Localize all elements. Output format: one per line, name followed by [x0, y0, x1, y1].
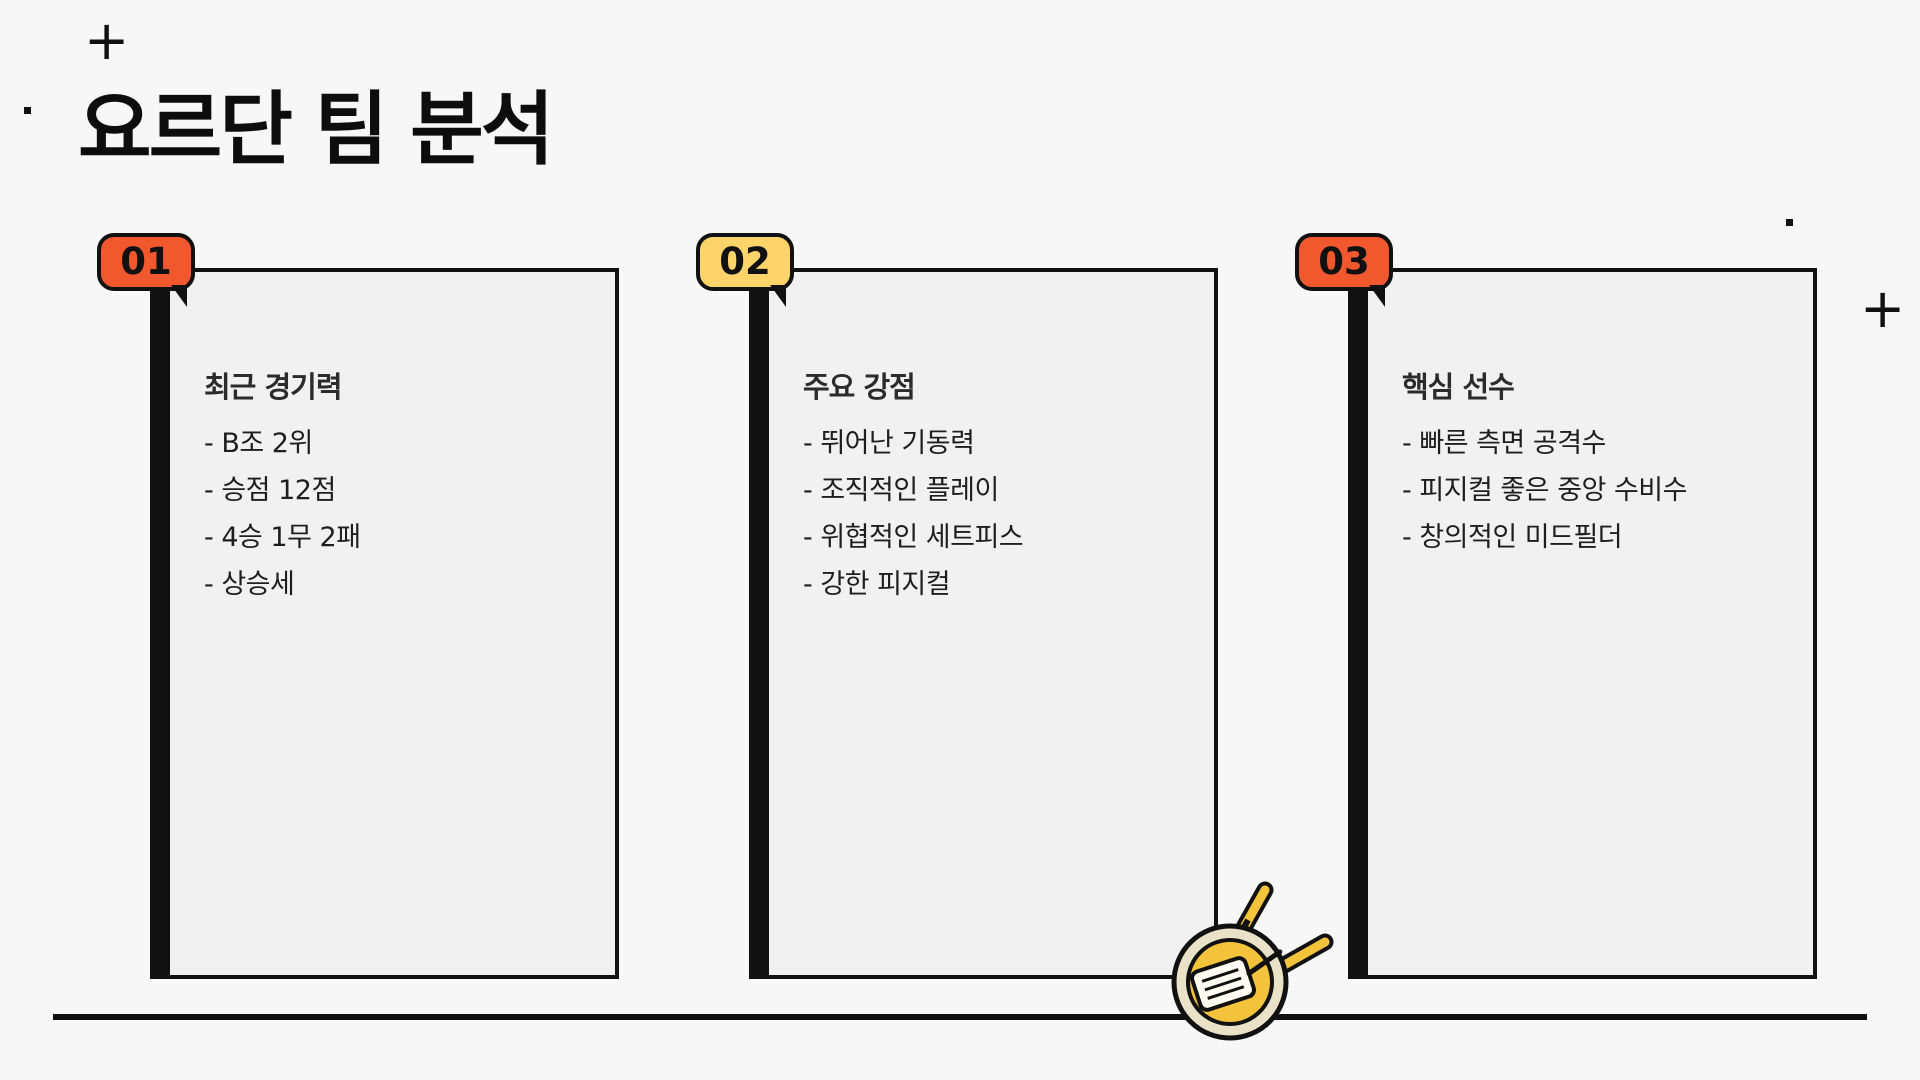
- badge-number-03: 03: [1295, 233, 1393, 307]
- card-recent-form: 최근 경기력 - B조 2위 - 승점 12점 - 4승 1무 2패 - 상승세: [150, 268, 619, 979]
- card-key-players: 핵심 선수 - 빠른 측면 공격수 - 피지컬 좋은 중앙 수비수 - 창의적인…: [1348, 268, 1817, 979]
- plus-decoration-top-left: +: [84, 9, 130, 72]
- list-item: - 위협적인 세트피스: [803, 522, 1024, 553]
- dot-decoration-top-left: [24, 107, 31, 114]
- plus-decoration-right: +: [1860, 277, 1906, 340]
- list-item: - 승점 12점: [204, 475, 336, 506]
- list-item: - 강한 피지컬: [803, 569, 951, 600]
- list-item: - 뛰어난 기동력: [803, 428, 975, 459]
- list-item: - 4승 1무 2패: [204, 522, 361, 553]
- list-item: - 빠른 측면 공격수: [1402, 428, 1606, 459]
- card-heading: 주요 강점: [803, 370, 916, 404]
- page-title: 요르단 팀 분석: [78, 83, 554, 176]
- badge-number-02: 02: [696, 233, 794, 307]
- card-heading: 최근 경기력: [204, 370, 342, 404]
- badge-number-01: 01: [97, 233, 195, 307]
- spatula: [1190, 949, 1283, 1012]
- dot-decoration-right: [1786, 219, 1793, 226]
- list-item: - 창의적인 미드필더: [1402, 522, 1623, 553]
- card-list: - 빠른 측면 공격수 - 피지컬 좋은 중앙 수비수 - 창의적인 미드필더: [1402, 420, 1687, 561]
- list-item: - 조직적인 플레이: [803, 475, 999, 506]
- list-item: - 상승세: [204, 569, 295, 600]
- list-item: - B조 2위: [204, 428, 313, 459]
- card-list: - 뛰어난 기동력 - 조직적인 플레이 - 위협적인 세트피스 - 강한 피지…: [803, 420, 1024, 608]
- card-key-strengths: 주요 강점 - 뛰어난 기동력 - 조직적인 플레이 - 위협적인 세트피스 -…: [749, 268, 1218, 979]
- card-list: - B조 2위 - 승점 12점 - 4승 1무 2패 - 상승세: [204, 420, 361, 608]
- list-item: - 피지컬 좋은 중앙 수비수: [1402, 475, 1687, 506]
- card-heading: 핵심 선수: [1402, 370, 1515, 404]
- baseline-divider: [53, 1014, 1867, 1020]
- frying-pan-spatula-icon: [1171, 881, 1334, 1041]
